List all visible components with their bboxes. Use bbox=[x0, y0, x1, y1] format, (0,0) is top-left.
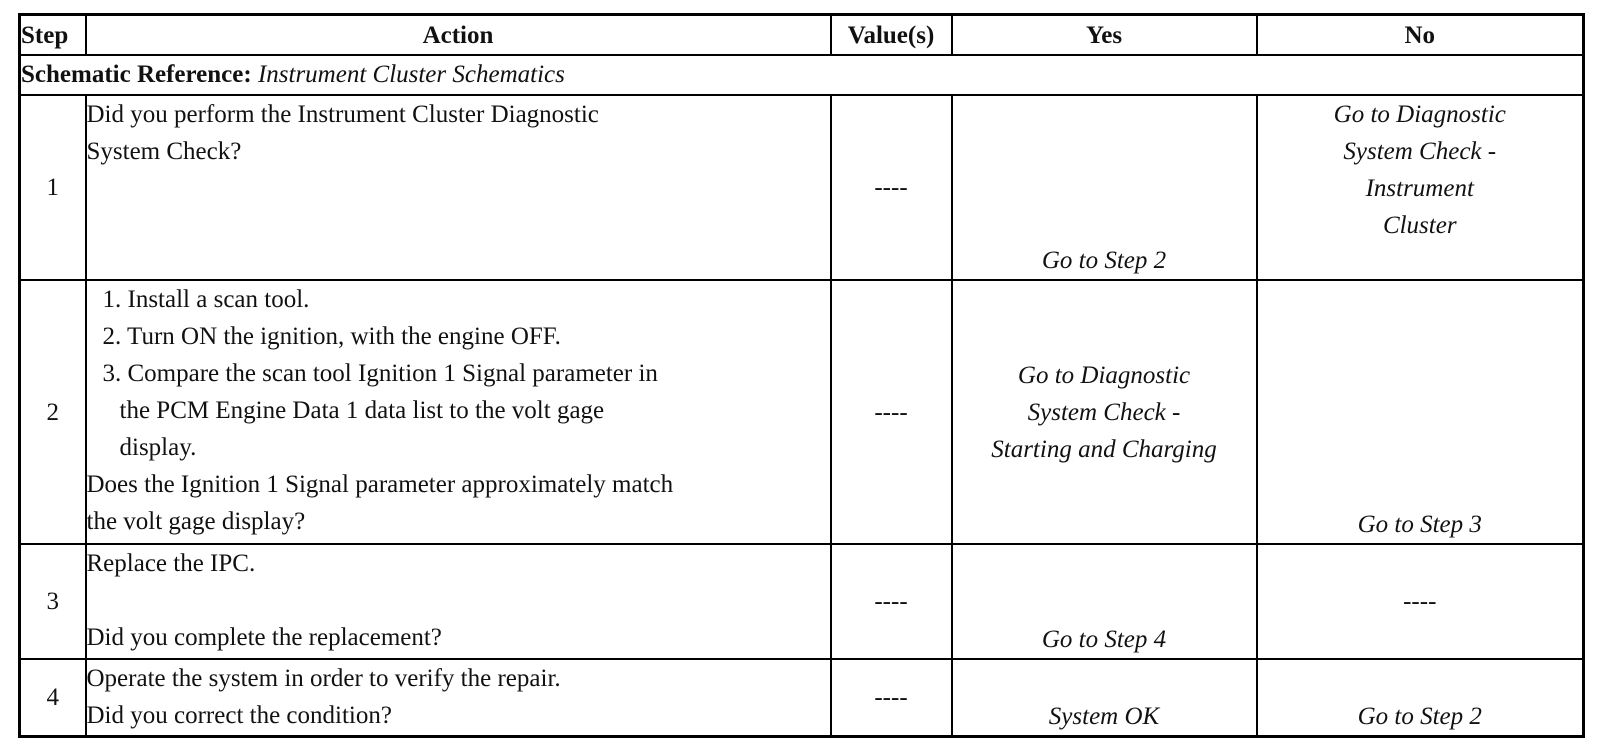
step-number: 1 bbox=[18, 93, 87, 281]
step-yes: Go to Step 2 bbox=[950, 93, 1258, 281]
no-line: System Check - bbox=[1343, 137, 1497, 165]
step-number: 2 bbox=[18, 278, 87, 546]
header-step: Step bbox=[18, 13, 87, 56]
step-yes: Go to Step 4 bbox=[950, 543, 1258, 660]
step-no: Go to Diagnostic System Check - Instrume… bbox=[1255, 93, 1585, 281]
action-line: display. bbox=[119, 433, 197, 461]
step-no: ---- bbox=[1255, 543, 1585, 660]
table-row: 2 1. Install a scan tool. 2. Turn ON the… bbox=[18, 278, 1585, 546]
no-line: Go to Diagnostic bbox=[1333, 100, 1506, 128]
step-no: Go to Step 2 bbox=[1255, 657, 1585, 738]
action-line: 3. Compare the scan tool Ignition 1 Sign… bbox=[102, 359, 658, 387]
step-value: ---- bbox=[829, 278, 953, 546]
action-line: 1. Install a scan tool. bbox=[102, 285, 310, 313]
action-line: Does the Ignition 1 Signal parameter app… bbox=[86, 470, 674, 498]
step-number: 3 bbox=[18, 543, 87, 660]
action-line: Did you perform the Instrument Cluster D… bbox=[86, 100, 599, 128]
step-yes: Go to Diagnostic System Check - Starting… bbox=[950, 278, 1258, 546]
diagnostic-table: Step Action Value(s) Yes No Schematic Re… bbox=[18, 13, 1585, 738]
action-line: 2. Turn ON the ignition, with the engine… bbox=[102, 322, 561, 350]
step-action: Replace the IPC. Did you complete the re… bbox=[84, 543, 832, 660]
step-value: ---- bbox=[829, 657, 953, 738]
schematic-reference: Schematic Reference: Instrument Cluster … bbox=[18, 54, 1585, 96]
header-action: Action bbox=[84, 13, 832, 56]
table-row: 4 Operate the system in order to verify … bbox=[18, 657, 1585, 738]
step-yes: System OK bbox=[950, 657, 1258, 738]
header-row: Step Action Value(s) Yes No bbox=[18, 13, 1585, 56]
table-row: 1 Did you perform the Instrument Cluster… bbox=[18, 93, 1585, 281]
action-line: Operate the system in order to verify th… bbox=[86, 664, 561, 692]
action-line: Did you correct the condition? bbox=[86, 701, 392, 729]
no-line: Instrument bbox=[1365, 174, 1474, 202]
step-value: ---- bbox=[829, 93, 953, 281]
step-number: 4 bbox=[18, 657, 87, 738]
action-line: the PCM Engine Data 1 data list to the v… bbox=[119, 396, 605, 424]
schematic-reference-label: Schematic Reference: bbox=[21, 61, 252, 89]
step-action: 1. Install a scan tool. 2. Turn ON the i… bbox=[84, 278, 832, 546]
action-line: Did you complete the replacement? bbox=[86, 624, 442, 652]
yes-line: Starting and Charging bbox=[991, 435, 1217, 463]
step-value: ---- bbox=[829, 543, 953, 660]
header-values: Value(s) bbox=[829, 13, 953, 56]
yes-line: Go to Diagnostic bbox=[1017, 361, 1191, 389]
action-line: System Check? bbox=[86, 137, 242, 165]
yes-line: System Check - bbox=[1027, 398, 1181, 426]
header-no: No bbox=[1255, 13, 1585, 56]
no-line: Cluster bbox=[1382, 211, 1457, 239]
step-action: Operate the system in order to verify th… bbox=[84, 657, 832, 738]
header-yes: Yes bbox=[950, 13, 1258, 56]
step-no: Go to Step 3 bbox=[1255, 278, 1585, 546]
schematic-reference-row: Schematic Reference: Instrument Cluster … bbox=[18, 54, 1585, 96]
action-spacer bbox=[87, 582, 830, 619]
step-action: Did you perform the Instrument Cluster D… bbox=[84, 93, 832, 281]
table-row: 3 Replace the IPC. Did you complete the … bbox=[18, 543, 1585, 660]
action-line: the volt gage display? bbox=[86, 507, 306, 535]
action-line: Replace the IPC. bbox=[86, 550, 256, 578]
schematic-reference-value: Instrument Cluster Schematics bbox=[257, 61, 565, 89]
